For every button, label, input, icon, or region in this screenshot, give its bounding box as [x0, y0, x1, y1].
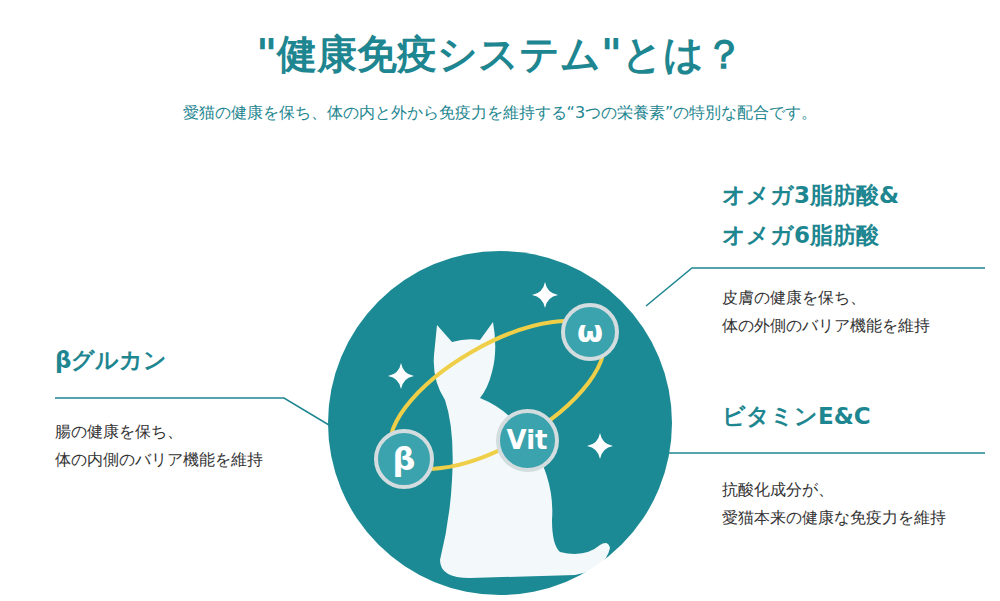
vitamin-badge: Vit [496, 409, 559, 472]
badge-text: β [393, 443, 416, 475]
orbit-ring [368, 292, 626, 499]
teal-circle [328, 251, 672, 595]
ingredient-heading: ビタミンE&C [722, 400, 871, 432]
subtitle: 愛猫の健康を保ち、体の内と外から免疫力を維持する“3つの栄養素”の特別な配合です… [0, 102, 1000, 124]
ingredient-description: 抗酸化成分が、 愛猫本来の健康な免疫力を維持 [722, 476, 982, 532]
sparkle [587, 433, 613, 459]
ingredient-description: 腸の健康を保ち、 体の内側のバリア機能を維持 [55, 418, 295, 474]
leader-line [668, 452, 985, 454]
omega-badge: ω [561, 303, 619, 361]
ingredient-heading: オメガ3脂肪酸& オメガ6脂肪酸 [722, 175, 962, 255]
sparkle [388, 363, 414, 389]
sparkle [532, 282, 558, 308]
beta-badge: β [374, 429, 434, 489]
ingredient-description: 皮膚の健康を保ち、 体の外側のバリア機能を維持 [722, 284, 982, 340]
badge-text: ω [577, 317, 603, 347]
title: "健康免疫システム"とは？ [0, 30, 1000, 78]
ingredient-heading: βグルカン [55, 344, 167, 376]
badge-text: Vit [506, 427, 547, 453]
